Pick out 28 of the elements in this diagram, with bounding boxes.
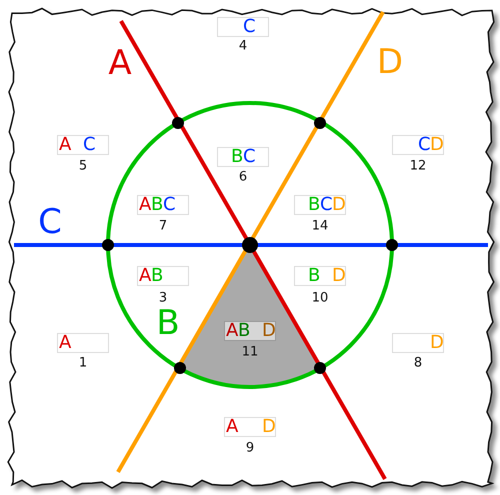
region-number: 5 xyxy=(78,160,88,172)
region-label: C xyxy=(217,17,269,37)
region-label: AB D xyxy=(224,321,276,341)
line-name: D xyxy=(376,45,404,79)
region-number: 8 xyxy=(414,356,422,370)
region-label: D xyxy=(392,333,444,353)
region-label: A xyxy=(57,333,109,353)
region-number: 11 xyxy=(242,346,258,358)
region-number: 6 xyxy=(238,170,248,184)
region-label: B D xyxy=(294,266,346,286)
line-name: A xyxy=(108,46,132,80)
region-number: 14 xyxy=(312,220,328,232)
region-label: A C xyxy=(57,135,109,155)
region-number: 3 xyxy=(158,292,168,304)
region-label: BCD xyxy=(294,195,346,215)
region-number: 9 xyxy=(246,442,254,454)
line-name: B xyxy=(156,306,180,340)
region-number: 10 xyxy=(312,292,328,304)
region-number: 7 xyxy=(158,220,168,232)
region-number: 12 xyxy=(410,160,426,172)
region-label: AB xyxy=(137,266,189,286)
region-number: 4 xyxy=(238,40,248,52)
region-label: ABC xyxy=(137,195,189,215)
line-name: C xyxy=(38,205,62,239)
region-number: 1 xyxy=(78,356,88,370)
region-label: BC xyxy=(217,147,269,167)
region-label: A D xyxy=(224,417,276,437)
region-label: CD xyxy=(392,135,444,155)
